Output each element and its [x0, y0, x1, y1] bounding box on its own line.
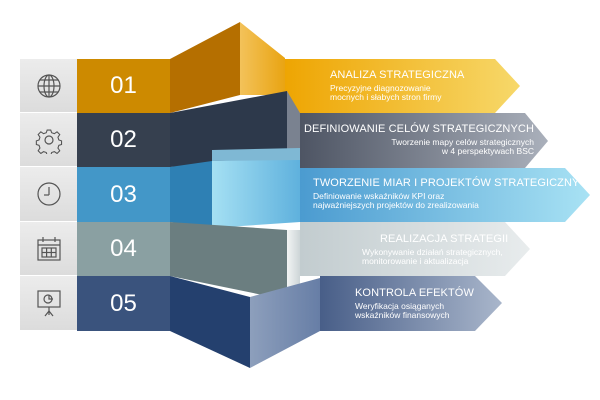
- step-1-desc-line2: mocnych i słabych stron firmy: [330, 92, 442, 102]
- step-3-label: TWORZENIE MIAR I PROJEKTÓW STRATEGICZNYC…: [313, 177, 596, 210]
- step-4-desc-line1: Wykonywanie działań strategicznych,: [362, 247, 503, 257]
- step-4-arrow: [300, 222, 530, 276]
- step-5-label: KONTROLA EFEKTÓW Weryfikacja osiąganych …: [355, 287, 474, 320]
- step-2-desc-line1: Tworzenie mapy celów strategicznych: [391, 137, 534, 147]
- step-3-arrow: [300, 168, 590, 222]
- step-5-desc-line1: Weryfikacja osiąganych: [355, 301, 445, 311]
- globe-icon: [36, 73, 61, 98]
- step-1-icon-cell: [20, 59, 77, 113]
- step-2-desc-line2: w 4 perspektywach BSC: [441, 146, 534, 156]
- step-1-label: ANALIZA STRATEGICZNA Precyzyjne diagnozo…: [330, 69, 464, 102]
- step-4-title: REALIZACJA STRATEGII: [380, 233, 509, 245]
- step-3-desc-line1: Definiowanie wskaźników KPI oraz: [313, 191, 445, 201]
- step-1-number: 01: [77, 59, 170, 113]
- step-3-icon-cell: [20, 167, 77, 222]
- step-2-number: 02: [77, 113, 170, 167]
- step-1-arrow: [280, 59, 520, 113]
- step-4-number: 04: [77, 222, 170, 276]
- step-3-desc-line2: najważniejszych projektów do zrealizowan…: [313, 200, 479, 210]
- clock-icon: [36, 182, 61, 206]
- step-5-icon-cell: [20, 276, 77, 331]
- gear-icon: [35, 129, 62, 154]
- step-5-arrow: [320, 276, 502, 331]
- step-4-icon-cell: [20, 222, 77, 276]
- step-5-desc-line2: wskaźników finansowych: [355, 310, 450, 320]
- step-5-number: 05: [77, 276, 170, 331]
- step-2-title: DEFINIOWANIE CELÓW STRATEGICZNYCH: [303, 123, 534, 135]
- step-2-arrow: [290, 113, 548, 168]
- step-3-number: 03: [77, 167, 170, 222]
- step-3-title: TWORZENIE MIAR I PROJEKTÓW STRATEGICZNYC…: [313, 177, 596, 189]
- step-5-title: KONTROLA EFEKTÓW: [355, 287, 474, 299]
- step-4-desc-line2: monitorowanie i aktualizacja: [362, 256, 469, 266]
- step-2-label: DEFINIOWANIE CELÓW STRATEGICZNYCH Tworze…: [304, 123, 534, 156]
- step-1-title: ANALIZA STRATEGICZNA: [330, 69, 465, 81]
- step-2-icon-cell: [20, 113, 77, 167]
- presentation-chart-icon: [36, 290, 61, 317]
- step-4-label: REALIZACJA STRATEGII Wykonywanie działań…: [362, 233, 508, 266]
- calendar-icon: [36, 236, 61, 261]
- step-1-desc-line1: Precyzyjne diagnozowanie: [330, 83, 431, 93]
